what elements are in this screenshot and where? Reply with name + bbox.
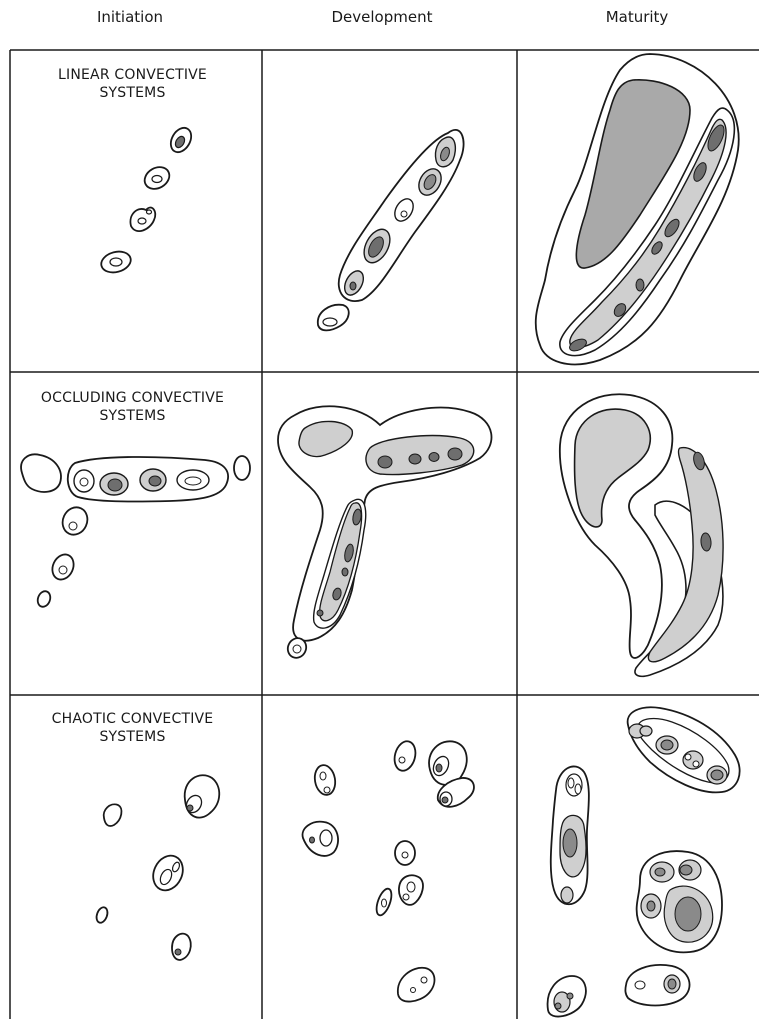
occluding-initiation-cells (21, 454, 250, 608)
cell-core (668, 979, 676, 989)
cell-inner (324, 787, 330, 793)
cell-core (636, 279, 644, 291)
cell-core (448, 448, 462, 460)
cell-core (563, 829, 577, 857)
cell-core (310, 837, 315, 843)
cell-inner (575, 784, 581, 794)
cell-core (655, 868, 665, 876)
cell-core (187, 805, 193, 811)
cell-outline (58, 503, 92, 539)
cell-outline (21, 454, 61, 492)
cell-inner (323, 318, 337, 326)
cell-core (350, 282, 356, 290)
cell-outline (398, 968, 435, 1002)
occluding-maturity-system (560, 394, 723, 676)
cell-inner (293, 645, 301, 653)
cell-outline (104, 804, 122, 826)
cell-core (442, 797, 448, 803)
cell-inner (152, 176, 162, 183)
cell-inner (382, 899, 387, 907)
cell-inner (411, 988, 416, 993)
cell-inner (110, 258, 122, 266)
cell-core (317, 610, 323, 616)
cell-inner (407, 882, 415, 892)
cell-core (661, 740, 673, 750)
cell-core (436, 764, 442, 772)
cell-outline (318, 305, 349, 331)
cell-inner (59, 566, 67, 574)
cell-inner (635, 981, 645, 989)
cell-core (555, 1003, 561, 1009)
cell-inner (685, 754, 691, 760)
chaotic-development-cells (303, 739, 474, 1002)
linear-initiation-cells (99, 124, 195, 275)
cell-inner (147, 210, 152, 214)
cell-inner (401, 211, 407, 217)
cell-core (409, 454, 421, 464)
cell-inner (421, 977, 427, 983)
cell-inner (80, 478, 88, 486)
cell-core (711, 770, 723, 780)
cell-outline (234, 456, 250, 480)
occluding-development-system (278, 406, 491, 661)
linear-development-system (318, 130, 464, 331)
cell-outline (172, 934, 191, 960)
cell-outline (640, 726, 652, 736)
cell-inner (568, 778, 574, 788)
cell-segment (561, 887, 573, 903)
cell-core (675, 897, 701, 931)
linear-maturity-system (536, 54, 739, 364)
cell-inner (402, 852, 408, 858)
cell-outline (95, 906, 110, 924)
cell-inner (185, 477, 201, 485)
cell-outline (36, 589, 53, 608)
cell-inner (693, 761, 699, 767)
cell-core (149, 476, 161, 486)
cell-outline (391, 739, 418, 773)
cell-core (342, 568, 348, 576)
cell-core (429, 453, 439, 462)
cell-inner (399, 757, 405, 763)
chaotic-initiation-cells (95, 775, 220, 960)
cell-inner (320, 772, 326, 780)
cell-core (680, 865, 692, 875)
cell-segment (320, 830, 332, 846)
cell-inner (138, 218, 146, 224)
cell-core (647, 901, 655, 911)
cell-core (175, 949, 181, 955)
cell-inner (69, 522, 77, 530)
chaotic-maturity-cells (548, 707, 740, 1016)
cell-segment (683, 751, 703, 769)
cell-core (567, 993, 573, 999)
cell-inner (403, 894, 409, 900)
cell-core (378, 456, 392, 468)
cell-core (108, 479, 122, 491)
